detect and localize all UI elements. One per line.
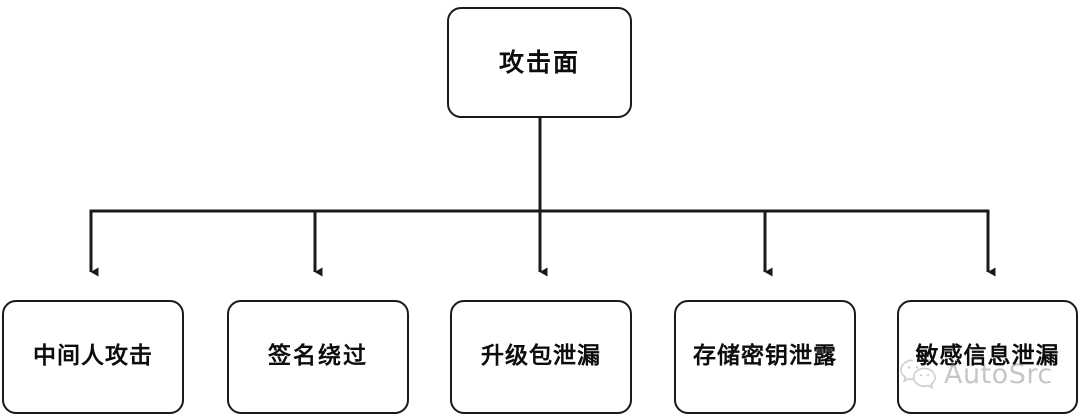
node-stored-key-leak-label: 存储密钥泄露	[693, 343, 837, 370]
node-upgrade-package-leak[interactable]: 升级包泄漏	[450, 300, 632, 414]
node-stored-key-leak[interactable]: 存储密钥泄露	[674, 300, 856, 414]
node-upgrade-package-leak-label: 升级包泄漏	[481, 343, 601, 370]
node-mitm-attack[interactable]: 中间人攻击	[2, 300, 184, 414]
node-sensitive-info-leak-label: 敏感信息泄漏	[915, 343, 1060, 370]
node-signature-bypass[interactable]: 签名绕过	[227, 300, 409, 414]
node-attack-surface-label: 攻击面	[498, 47, 580, 77]
node-sensitive-info-leak[interactable]: 敏感信息泄漏	[897, 300, 1078, 414]
node-signature-bypass-label: 签名绕过	[268, 343, 368, 370]
node-mitm-attack-label: 中间人攻击	[33, 343, 153, 370]
node-attack-surface[interactable]: 攻击面	[447, 7, 632, 118]
